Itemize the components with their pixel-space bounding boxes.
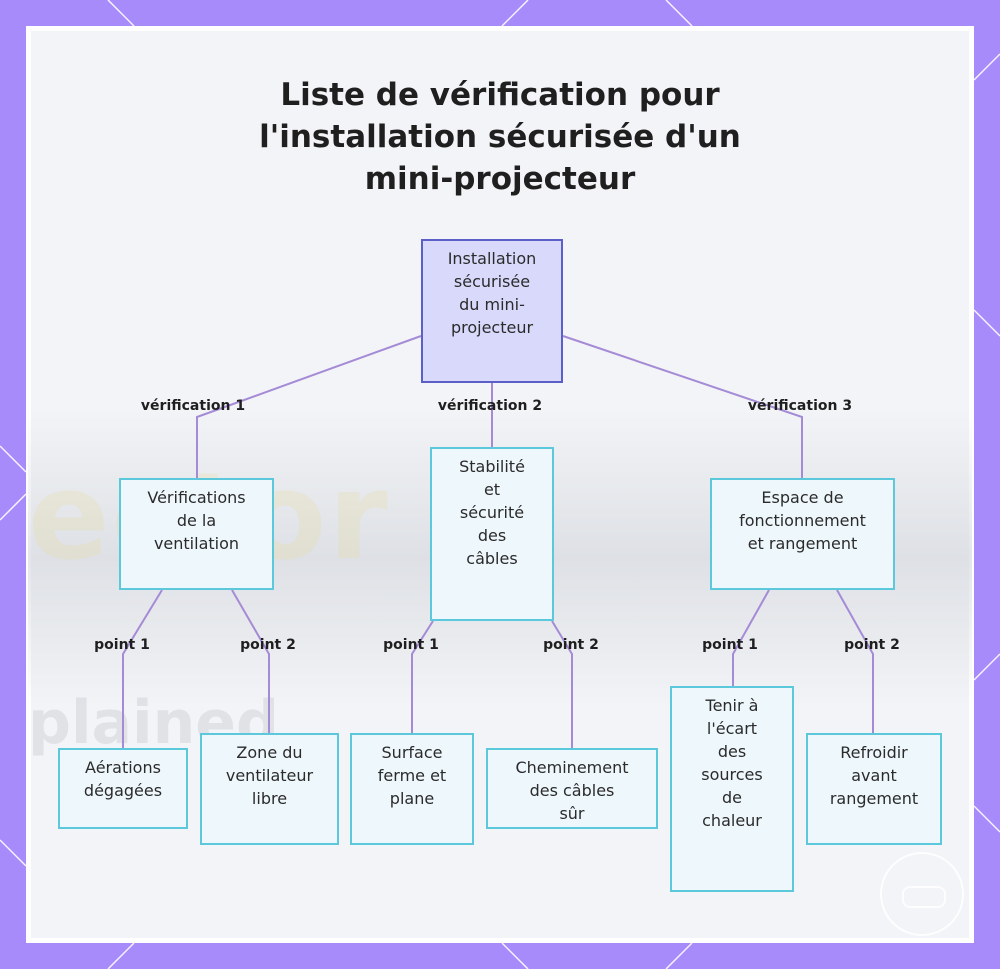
node-label-line: l'écart <box>706 719 758 738</box>
edge-label-c2-point-1: point 1 <box>383 637 439 653</box>
node-label-line: ferme et <box>377 766 447 785</box>
check-node-space: Espace de fonctionnement et rangement <box>710 478 895 590</box>
node-label-line: Vérifications <box>147 488 246 507</box>
node-label-line: des <box>717 742 747 761</box>
title-line-3: mini-projecteur <box>364 161 636 197</box>
node-label-line: Aérations <box>85 758 161 777</box>
root-label-line: sécurisée <box>453 272 531 291</box>
node-label-line: Refroidir <box>840 743 908 762</box>
edge-label-c3-point-1: point 1 <box>702 637 758 653</box>
link-check2-point2 <box>551 620 573 748</box>
link-check2-point1 <box>411 620 434 733</box>
node-label-line: et <box>483 480 501 499</box>
link-check3-point2 <box>836 589 874 733</box>
node-label-line: câbles <box>466 549 518 568</box>
page-title: Liste de vérification pour l'installatio… <box>0 74 1000 200</box>
node-label-line: ventilation <box>153 534 240 553</box>
link-root-check-3 <box>562 335 803 478</box>
edge-label-c1-point-1: point 1 <box>94 637 150 653</box>
node-label-line: sûr <box>559 804 585 823</box>
node-label-line: Tenir à <box>705 696 759 715</box>
edge-label-check-1: vérification 1 <box>140 398 246 414</box>
edge-label-check-2: vérification 2 <box>437 398 543 414</box>
node-label-line: chaleur <box>702 811 762 830</box>
title-line-1: Liste de vérification pour <box>280 77 720 113</box>
edge-label-c2-point-2: point 2 <box>543 637 599 653</box>
link-check3-point1 <box>732 589 770 686</box>
node-label-line: sources <box>701 765 763 784</box>
node-label-line: et rangement <box>747 534 858 553</box>
point-node-aerations: Aérations dégagées <box>58 748 188 829</box>
root-label-line: projecteur <box>450 318 534 337</box>
node-label-line: libre <box>251 789 288 808</box>
node-label-line: rangement <box>829 789 919 808</box>
node-label-line: Stabilité <box>459 457 525 476</box>
node-label-line: avant <box>851 766 897 785</box>
point-node-fan-zone: Zone du ventilateur libre <box>200 733 339 845</box>
node-label-line: sécurité <box>459 503 525 522</box>
point-node-surface: Surface ferme et plane <box>350 733 474 845</box>
link-check1-point2 <box>231 589 270 733</box>
link-check1-point1 <box>122 589 163 748</box>
title-line-2: l'installation sécurisée d'un <box>259 119 741 155</box>
node-label-line: Zone du <box>236 743 303 762</box>
watermark-seal-icon <box>880 852 964 936</box>
edge-label-check-3: vérification 3 <box>747 398 853 414</box>
node-label-line: fonctionnement <box>739 511 866 530</box>
node-label-line: Cheminement <box>515 758 629 777</box>
node-label-line: de <box>722 788 742 807</box>
node-label-line: dégagées <box>83 781 163 800</box>
node-label-line: des <box>477 526 507 545</box>
root-node: Installation sécurisée du mini- projecte… <box>421 239 563 383</box>
link-root-check-1 <box>196 335 422 478</box>
node-label-line: Surface <box>381 743 443 762</box>
node-label-line: Espace de <box>761 488 844 507</box>
check-node-stability: Stabilité et sécurité des câbles <box>430 447 554 621</box>
node-label-line: plane <box>389 789 435 808</box>
node-label-line: des câbles <box>529 781 615 800</box>
point-node-cable-routing: Cheminement des câbles sûr <box>486 748 658 829</box>
node-label-line: de la <box>176 511 217 530</box>
check-node-ventilation: Vérifications de la ventilation <box>119 478 274 590</box>
node-label-line: ventilateur <box>225 766 314 785</box>
root-label-line: du mini- <box>459 295 525 314</box>
edge-label-c3-point-2: point 2 <box>844 637 900 653</box>
root-label-line: Installation <box>447 249 537 268</box>
point-node-heat-sources: Tenir à l'écart des sources de chaleur <box>670 686 794 892</box>
edge-label-c1-point-2: point 2 <box>240 637 296 653</box>
point-node-cool-down: Refroidir avant rangement <box>806 733 942 845</box>
